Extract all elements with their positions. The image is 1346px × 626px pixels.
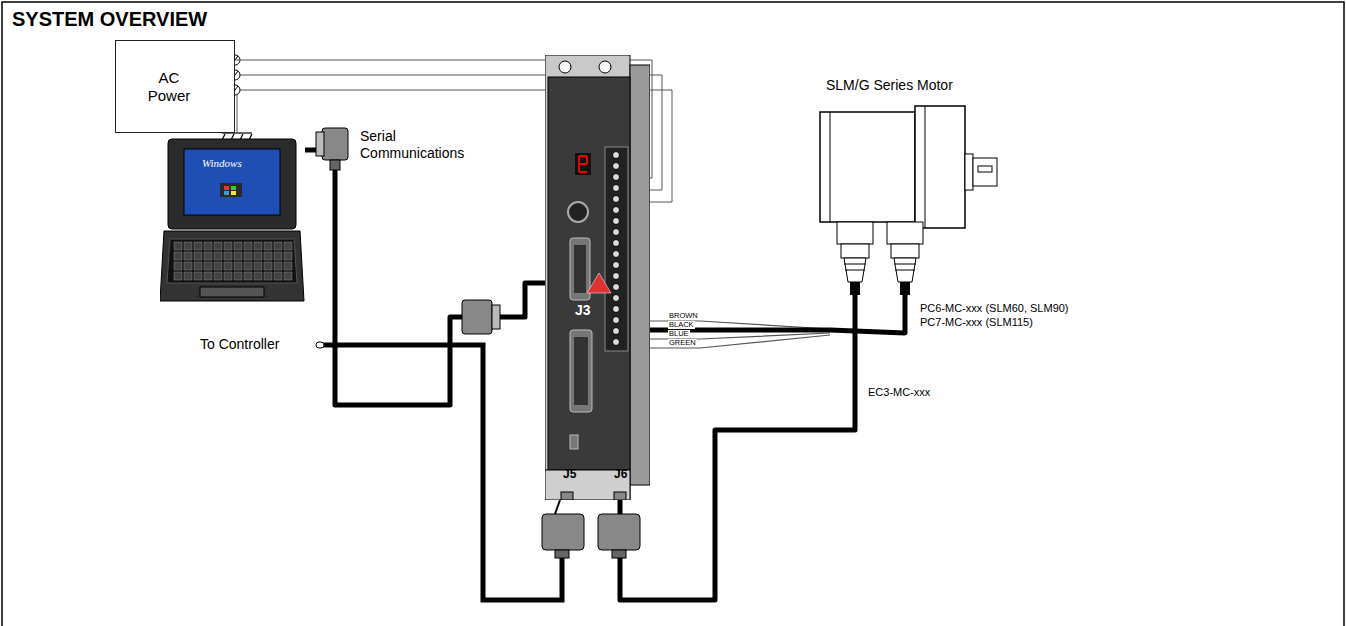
node-text: J6 [614,468,627,481]
laptop-computer: Windows [160,135,305,305]
cable-part-number: PC6-MC-xxx (SLM60, SLM90) [920,302,1069,314]
motor-wires [628,321,830,348]
j6-plug [598,500,640,558]
node-text: J5 [563,468,576,481]
node-text: AC Power [142,41,209,132]
note-label: To Controller [200,337,279,352]
serial-plug-laptop [316,128,348,170]
servo-drive: J3J5 J6 [545,55,650,500]
node-text: SLM/G Series Motor [826,78,953,93]
j5-plug [542,500,584,558]
wire-color: BROWN [668,312,699,320]
diagram-title: SYSTEM OVERVIEW [12,8,207,30]
serial-plug-drive [462,300,500,334]
wire-color: BLUE [668,330,690,338]
illustration [545,55,650,500]
cable-part-number: EC3-MC-xxx [868,386,930,398]
wire-color: GREEN [668,339,697,347]
cable-connector [650,295,905,333]
servo-motor: SLM/G Series Motor [800,72,1000,295]
wire-color: BLACK [668,321,695,329]
controller-cable [322,345,562,600]
cable-connector [305,150,545,405]
cable-end [316,342,324,348]
cable-connector [620,295,855,600]
illustration [800,72,1000,295]
cable-part-number: PC7-MC-xxx (SLM115) [920,316,1033,328]
node-text: J3 [575,303,591,318]
note-label: Serial Communications [360,128,470,162]
node-text: Windows [202,157,242,169]
power-box: AC Power [115,40,235,133]
